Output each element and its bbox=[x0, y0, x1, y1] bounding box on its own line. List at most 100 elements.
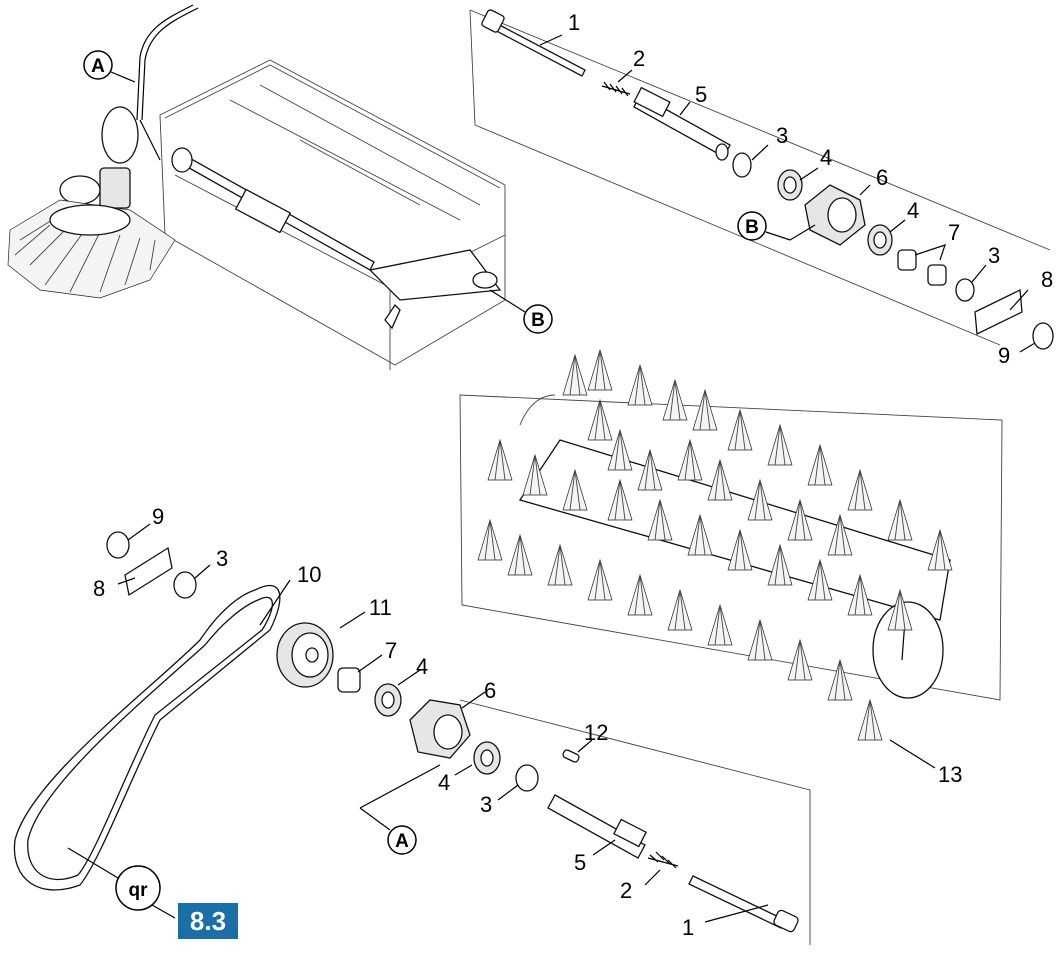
label-lower-8: 8 bbox=[93, 576, 105, 601]
brush-tuft-line bbox=[699, 389, 711, 431]
brush-tuft-line bbox=[569, 469, 581, 511]
brush-tuft-line bbox=[494, 439, 506, 481]
part-1-shaft-lower bbox=[688, 875, 799, 933]
brush-tuft bbox=[607, 478, 633, 521]
part-6-housing-lower bbox=[409, 699, 471, 759]
brush-tuft-line bbox=[814, 444, 826, 486]
brush-tuft-line bbox=[794, 639, 806, 681]
brush-tuft-line bbox=[634, 364, 646, 406]
brush-tuft-line bbox=[614, 479, 626, 521]
part-4-bearing-upper-a bbox=[777, 169, 803, 201]
brush-tuft-line bbox=[529, 454, 541, 496]
part-3-ring-upper-b bbox=[955, 278, 975, 302]
brush-tuft-line bbox=[794, 499, 806, 541]
brush-tuft-line bbox=[714, 459, 726, 501]
brush-tuft bbox=[627, 573, 653, 616]
brush-tuft-line bbox=[614, 429, 626, 471]
brush-tuft bbox=[707, 603, 733, 646]
brush-tuft bbox=[487, 438, 513, 481]
brush-tuft-line bbox=[854, 469, 866, 511]
brush-tuft bbox=[927, 528, 953, 571]
callout-a-upper: A bbox=[83, 50, 136, 83]
brush-tuft bbox=[707, 458, 733, 501]
brush-tuft-line bbox=[669, 379, 681, 421]
part-6-housing-upper bbox=[804, 184, 866, 246]
brush-tuft-line bbox=[654, 499, 666, 541]
svg-text:qr: qr bbox=[129, 880, 149, 901]
brush-tuft-line bbox=[484, 519, 496, 561]
label-upper-7: 7 bbox=[948, 220, 960, 245]
brush-tuft bbox=[887, 588, 913, 631]
part-2-spring-upper bbox=[601, 81, 631, 97]
brush-tuft bbox=[587, 348, 613, 391]
part-12-key bbox=[562, 749, 580, 763]
brush-tuft bbox=[687, 513, 713, 556]
part-8-plate-lower bbox=[124, 546, 173, 597]
label-lower-9: 9 bbox=[152, 504, 164, 529]
brush-tuft-line bbox=[834, 659, 846, 701]
brush-tuft bbox=[607, 428, 633, 471]
label-13: 13 bbox=[938, 762, 962, 787]
brush-tuft bbox=[677, 438, 703, 481]
brush-tuft-line bbox=[644, 449, 656, 491]
part-7-sleeve-upper-b bbox=[927, 264, 947, 286]
part-8-plate-upper bbox=[974, 289, 1023, 335]
brush-tuft bbox=[477, 518, 503, 561]
brush-tuft bbox=[807, 443, 833, 486]
brush-tuft bbox=[847, 468, 873, 511]
brush-tuft-line bbox=[934, 529, 946, 571]
brush-tuft bbox=[747, 618, 773, 661]
label-lower-3: 3 bbox=[216, 546, 228, 571]
brush-tuft bbox=[887, 498, 913, 541]
part-11-pulley bbox=[276, 622, 334, 688]
part-3-ring-lower-a bbox=[173, 571, 197, 599]
brush-tuft bbox=[692, 388, 718, 431]
brush-tuft bbox=[857, 698, 883, 741]
brush-tuft bbox=[507, 533, 533, 576]
brush-tuft-line bbox=[864, 699, 876, 741]
brush-tuft bbox=[727, 408, 753, 451]
brush-tuft-line bbox=[774, 424, 786, 466]
svg-text:B: B bbox=[745, 217, 759, 238]
brush-tuft-line bbox=[594, 559, 606, 601]
brush-tuft-line bbox=[814, 559, 826, 601]
label-upper-4: 4 bbox=[820, 145, 832, 170]
brush-tuft bbox=[747, 478, 773, 521]
label-lower-10: 10 bbox=[297, 562, 321, 587]
label-lower-2: 2 bbox=[620, 878, 632, 903]
label-lower-12: 12 bbox=[584, 720, 608, 745]
brush-tuft-line bbox=[854, 574, 866, 616]
callout-b-main: B bbox=[489, 289, 553, 334]
part-2-spring-lower bbox=[647, 851, 679, 869]
label-upper-8: 8 bbox=[1041, 267, 1053, 292]
brush-tuft bbox=[667, 588, 693, 631]
sweeper-machine-outline bbox=[7, 4, 506, 370]
brush-tuft-line bbox=[894, 499, 906, 541]
part-5-hub-shaft-lower bbox=[547, 794, 647, 859]
part-3-ring-lower-b bbox=[515, 764, 539, 792]
brush-tuft-line bbox=[714, 604, 726, 646]
part-10-belt bbox=[13, 584, 281, 891]
brush-tuft-line bbox=[554, 544, 566, 586]
brush-tuft bbox=[767, 423, 793, 466]
svg-text:A: A bbox=[91, 56, 105, 77]
brush-tuft bbox=[662, 378, 688, 421]
brush-tuft bbox=[522, 453, 548, 496]
part-4-bearing-lower-a bbox=[374, 683, 402, 717]
brush-tuft bbox=[727, 528, 753, 571]
brush-tuft bbox=[787, 498, 813, 541]
label-upper-6: 6 bbox=[876, 165, 888, 190]
part-7-sleeve-upper-a bbox=[897, 249, 917, 271]
brush-tuft-line bbox=[569, 354, 581, 396]
label-lower-6: 6 bbox=[484, 678, 496, 703]
part-4-bearing-lower-b bbox=[473, 741, 501, 775]
brush-tuft-line bbox=[684, 439, 696, 481]
brush-tuft bbox=[587, 398, 613, 441]
brush-tuft bbox=[807, 558, 833, 601]
brush-tuft bbox=[787, 638, 813, 681]
part-9-ring-lower bbox=[106, 531, 130, 559]
brush-tuft-line bbox=[734, 529, 746, 571]
svg-text:B: B bbox=[531, 310, 545, 331]
svg-text:A: A bbox=[395, 831, 409, 852]
